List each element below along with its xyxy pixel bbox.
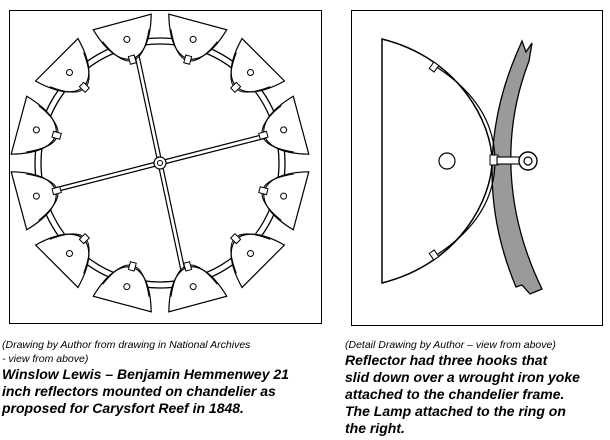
reflector (230, 233, 286, 289)
left-figure-caption: (Drawing by Author from drawing in Natio… (2, 338, 342, 417)
chandelier-drawing (10, 13, 310, 313)
reflector-lamp-opening (247, 68, 255, 76)
reflector-lamp-opening (65, 250, 73, 258)
reflector-hook (183, 261, 193, 272)
reflector-lamp-opening (280, 126, 288, 134)
right-caption-source: (Detail Drawing by Author – view from ab… (345, 339, 556, 351)
chandelier-diagram-panel (9, 10, 322, 324)
reflector-detail-panel (351, 10, 603, 326)
right-caption-line3: attached to the chandelier frame. (345, 386, 565, 402)
bottom-hook (428, 249, 440, 261)
reflector-hook (258, 130, 269, 140)
reflector (10, 95, 62, 155)
frame-ring-outer (34, 37, 286, 289)
left-caption-line3: proposed for Carysfort Reef in 1848. (2, 400, 244, 416)
reflector-lamp-opening (32, 192, 40, 200)
reflector-lamp-opening (189, 35, 197, 43)
reflector (258, 171, 310, 231)
frame-ring-inner (40, 43, 280, 283)
reflector-hook (51, 130, 62, 140)
reflector-lamp-opening (123, 283, 131, 291)
reflector-lamp-opening (280, 192, 288, 200)
reflector-hook (230, 233, 242, 245)
right-caption-line1: Reflector had three hooks that (345, 352, 548, 368)
reflector (10, 171, 62, 231)
reflector-hook (51, 186, 62, 196)
reflector-hook (183, 54, 193, 65)
right-caption-line5: the right. (345, 420, 405, 436)
reflector (258, 95, 310, 155)
reflector (168, 261, 228, 313)
reflector (34, 233, 90, 289)
right-caption-line4: The Lamp attached to the ring on (345, 403, 566, 419)
reflector (168, 13, 228, 65)
reflector (92, 261, 152, 313)
reflector-lamp-opening (189, 283, 197, 291)
left-caption-source-line2: - view from above) (2, 353, 89, 365)
reflector (230, 37, 286, 93)
reflector-hook (78, 233, 90, 245)
reflector-hook (127, 261, 137, 272)
left-caption-line2: inch reflectors mounted on chandelier as (2, 383, 276, 399)
center-hub-hole (157, 160, 163, 166)
reflector-bowl (381, 38, 493, 284)
reflector (92, 13, 152, 65)
reflector-hook (127, 54, 137, 65)
reflector-lamp-opening (247, 250, 255, 258)
reflector-lamp-opening (32, 126, 40, 134)
reflector-hook (230, 81, 242, 93)
frame-spokes (42, 45, 279, 281)
reflector-detail-drawing (381, 38, 543, 295)
lamp-opening (438, 152, 456, 170)
reflector-hook (78, 81, 90, 93)
reflector-hook (258, 186, 269, 196)
reflector-group (10, 13, 310, 313)
reflector-lamp-opening (123, 35, 131, 43)
reflector (34, 37, 90, 93)
top-hook (428, 61, 440, 73)
reflector-lamp-opening (65, 68, 73, 76)
left-caption-source-line1: (Drawing by Author from drawing in Natio… (2, 339, 251, 351)
right-figure-caption: (Detail Drawing by Author – view from ab… (345, 338, 607, 437)
right-caption-line2: slid down over a wrought iron yoke (345, 369, 580, 385)
lamp-ring-hole (523, 156, 533, 166)
left-caption-line1: Winslow Lewis – Benjamin Hemmenwey 21 (2, 366, 289, 382)
